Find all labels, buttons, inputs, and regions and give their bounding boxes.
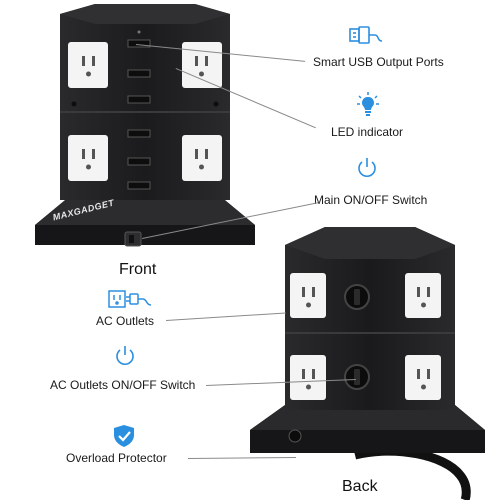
back-tower [245, 225, 500, 500]
ac-outlet-switch-top[interactable] [344, 284, 370, 310]
front-view-label: Front [119, 261, 157, 278]
usb-plug-icon [349, 24, 383, 46]
ac-outlet-front-right-bottom [182, 135, 222, 181]
overload-protector-label: Overload Protector [66, 451, 167, 465]
ac-outlet-back-right-bottom [405, 355, 441, 400]
ac-outlet-front-right-top [182, 42, 222, 88]
ac-outlet-switch-bottom[interactable] [344, 364, 370, 390]
led-indicator-label: LED indicator [331, 125, 404, 139]
power-icon-ac [114, 345, 136, 367]
front-tower [30, 0, 260, 265]
ac-outlet-back-right-top [405, 273, 441, 318]
usb-output-ports-label: Smart USB Output Ports [313, 55, 444, 69]
ac-switch-label: AC Outlets ON/OFF Switch [50, 378, 196, 392]
ac-outlet-back-left-bottom [290, 355, 326, 400]
ac-outlet-front-left-top [68, 42, 108, 88]
usb-ports [127, 39, 151, 190]
ac-outlet-back-left-top [290, 273, 326, 318]
power-icon [356, 157, 378, 179]
light-bulb-icon [357, 92, 379, 118]
main-switch-label: Main ON/OFF Switch [314, 193, 428, 207]
shield-check-icon [113, 424, 135, 448]
led-dot [137, 30, 141, 34]
ac-outlet-front-left-bottom [68, 135, 108, 181]
back-view-label: Back [342, 478, 378, 495]
ac-outlets-label: AC Outlets [96, 314, 155, 328]
overload-protector-button[interactable] [288, 429, 302, 443]
ac-outlet-icon [108, 289, 152, 309]
